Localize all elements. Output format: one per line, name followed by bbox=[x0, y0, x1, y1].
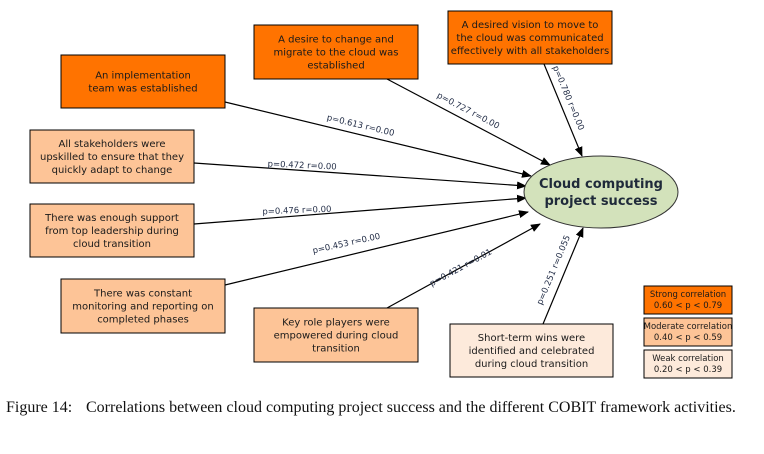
node-text-line: monitoring and reporting on bbox=[72, 302, 213, 313]
edge-leadership-support bbox=[193, 194, 527, 225]
node-text-line: All stakeholders were bbox=[58, 139, 165, 150]
node-text-line: There was enough support bbox=[44, 213, 179, 224]
node-text-line: upskilled to ensure that they bbox=[40, 152, 184, 163]
node-box bbox=[60, 54, 226, 109]
node-text-line: An implementation bbox=[95, 71, 191, 82]
node-text-line: Short-term wins were bbox=[478, 333, 585, 344]
edge-label-desire-to-change: p=0.727 r=0.00 bbox=[435, 91, 501, 132]
node-box bbox=[447, 10, 613, 65]
node-text-line: A desired vision to move to bbox=[462, 20, 599, 31]
node-desired-vision: A desired vision to move to the cloud was… bbox=[447, 10, 613, 65]
node-text-line: A desire to change and bbox=[278, 35, 394, 46]
activity-nodes: An implementation team was established A d… bbox=[29, 10, 614, 378]
node-constant-monitoring: There was constant monitoring and reporti… bbox=[60, 278, 226, 334]
legend-title: Strong correlation bbox=[650, 290, 726, 300]
node-short-term-wins: Short-term wins were identified and celeb… bbox=[449, 323, 614, 378]
node-text-line: effectively with all stakeholders bbox=[451, 46, 610, 57]
node-text-line: transition bbox=[312, 344, 360, 355]
node-text-line: migrate to the cloud was bbox=[274, 48, 399, 59]
edge-label-leadership-support: p=0.476 r=0.00 bbox=[262, 205, 331, 218]
node-text-line: established bbox=[307, 61, 364, 72]
legend-swatch bbox=[643, 285, 733, 315]
node-text-line: cloud transition bbox=[73, 239, 151, 250]
node-desire-to-change: A desire to change and migrate to the clo… bbox=[253, 24, 419, 80]
node-text-line: completed phases bbox=[97, 315, 189, 326]
node-implementation-team: An implementation team was established bbox=[60, 54, 226, 109]
legend-range: 0.20 < p < 0.39 bbox=[654, 365, 722, 375]
node-text-line: quickly adapt to change bbox=[52, 165, 173, 176]
node-text-line: identified and celebrated bbox=[469, 346, 595, 357]
node-box bbox=[29, 129, 195, 184]
node-leadership-support: There was enough support from top leaders… bbox=[29, 203, 195, 258]
edge-desire-to-change bbox=[386, 78, 551, 166]
center-label-line-2: project success bbox=[544, 194, 657, 209]
center-label-line-1: Cloud computing bbox=[539, 177, 663, 192]
edge-short-term-wins bbox=[542, 227, 584, 325]
node-key-role-players: Key role players were empowered during cl… bbox=[253, 307, 419, 363]
edge-constant-monitoring bbox=[224, 210, 529, 286]
node-box bbox=[449, 323, 614, 378]
legend-range: 0.40 < p < 0.59 bbox=[654, 333, 722, 343]
node-box bbox=[253, 307, 419, 363]
node-text-line: from top leadership during bbox=[45, 226, 179, 237]
legend-swatch bbox=[643, 317, 733, 347]
edge-stakeholders-upskilled bbox=[193, 162, 527, 190]
node-text-line: during cloud transition bbox=[475, 359, 588, 370]
node-box bbox=[29, 203, 195, 258]
node-stakeholders-upskilled: All stakeholders were upskilled to ensure… bbox=[29, 129, 195, 184]
legend-title: Weak correlation bbox=[652, 354, 724, 364]
edge-desired-vision bbox=[543, 63, 583, 157]
edge-label-key-role-players: p=0.421 r=0.01 bbox=[428, 247, 494, 289]
edge-key-role-players bbox=[386, 223, 541, 309]
node-box bbox=[60, 278, 226, 334]
legend-swatch bbox=[643, 349, 733, 379]
edge-label-stakeholders-upskilled: p=0.472 r=0.00 bbox=[267, 159, 336, 172]
node-text-line: Key role players were bbox=[282, 318, 390, 329]
edge-implementation-team bbox=[224, 101, 532, 178]
caption-text: Correlations between cloud computing pro… bbox=[86, 399, 736, 416]
node-text-line: empowered during cloud bbox=[274, 331, 399, 342]
legend-title: Moderate correlation bbox=[644, 322, 733, 332]
node-text-line: There was constant bbox=[93, 289, 192, 300]
edge-label-short-term-wins: p=0.251 r=0.055 bbox=[535, 234, 573, 307]
figure-caption: Figure 14: Correlations between cloud com… bbox=[6, 398, 762, 418]
caption-label: Figure 14: bbox=[6, 399, 73, 416]
node-text-line: the cloud was communicated bbox=[456, 33, 603, 44]
node-box bbox=[253, 24, 419, 80]
legend-range: 0.60 < p < 0.79 bbox=[654, 301, 722, 311]
center-ellipse bbox=[523, 155, 679, 229]
node-text-line: team was established bbox=[88, 84, 197, 95]
edge-label-constant-monitoring: p=0.453 r=0.00 bbox=[312, 232, 382, 257]
center-node: Cloud computing project success bbox=[523, 155, 679, 229]
